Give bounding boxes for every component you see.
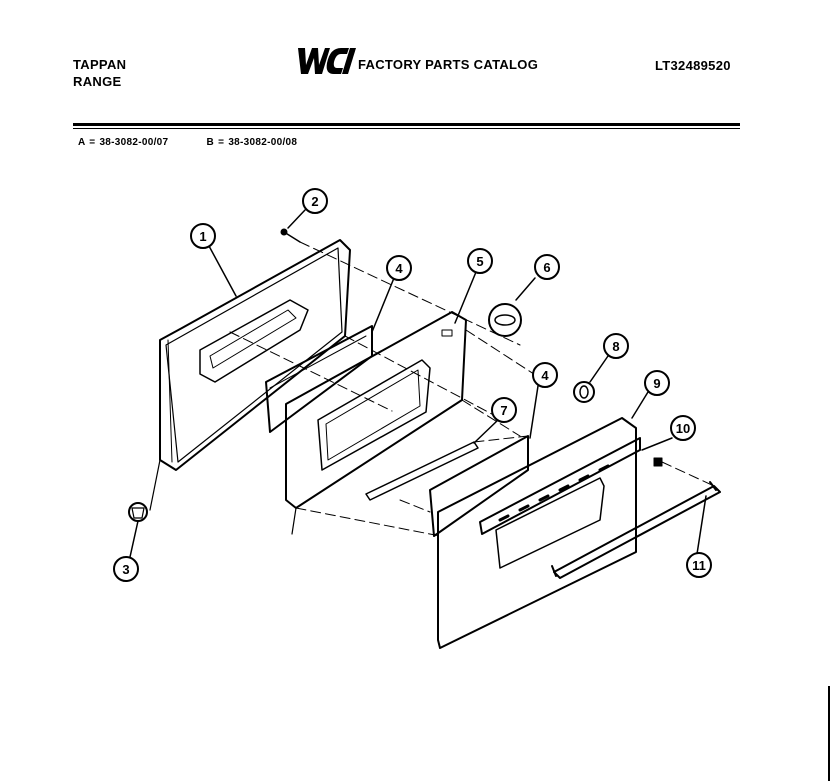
catalog-number: LT32489520 — [655, 58, 731, 73]
model-b: B = 38-3082-00/08 — [206, 137, 298, 148]
callout-5-label: 5 — [476, 254, 483, 269]
callout-4-upper: 4 — [386, 255, 412, 281]
grommet — [573, 381, 595, 403]
inner-door-panel — [285, 311, 467, 535]
callout-8: 8 — [603, 333, 629, 359]
callout-8-label: 8 — [612, 339, 619, 354]
callout-9-label: 9 — [653, 376, 660, 391]
outer-door-panel — [437, 417, 641, 649]
callout-6-label: 6 — [543, 260, 550, 275]
model-a: A = 38-3082-00/07 — [78, 137, 169, 148]
header-rule-thick — [73, 123, 740, 126]
product-type: RANGE — [73, 74, 122, 89]
door-handle — [551, 481, 721, 579]
callout-3-label: 3 — [122, 562, 129, 577]
model-list: A = 38-3082-00/07 B = 38-3082-00/08 — [78, 137, 297, 148]
callout-4-upper-label: 4 — [395, 261, 403, 276]
callout-bubbles: 1 2 3 4 5 6 7 8 9 10 11 4 — [113, 188, 712, 582]
brand-name: TAPPAN — [73, 57, 127, 72]
catalog-title: FACTORY PARTS CATALOG — [358, 57, 539, 72]
callout-7-label: 7 — [500, 403, 507, 418]
wci-logo-mark — [298, 48, 356, 74]
callout-9: 9 — [644, 370, 670, 396]
door-bumper — [128, 502, 148, 522]
screw — [280, 228, 301, 243]
window-gasket-lower — [429, 435, 529, 537]
callout-1-label: 1 — [199, 229, 206, 244]
wci-logo — [296, 46, 356, 79]
callout-2-label: 2 — [311, 194, 318, 209]
callout-4-lower: 4 — [532, 362, 558, 388]
vent-clip — [653, 457, 663, 467]
callout-10: 10 — [670, 415, 696, 441]
callout-7: 7 — [491, 397, 517, 423]
callout-11: 11 — [686, 552, 712, 578]
callout-6: 6 — [534, 254, 560, 280]
leader-lines — [129, 209, 707, 558]
callout-2: 2 — [302, 188, 328, 214]
door-liner-frame — [149, 239, 351, 511]
explode-guide-lines — [229, 241, 715, 537]
door-strip — [365, 441, 479, 501]
callout-11-label: 11 — [692, 558, 706, 573]
callout-10-label: 10 — [676, 421, 690, 436]
header-rule-thin — [73, 128, 740, 129]
callout-3: 3 — [113, 556, 139, 582]
brand-block: TAPPAN RANGE — [73, 56, 126, 90]
door-latch-part — [488, 303, 522, 337]
callout-5: 5 — [467, 248, 493, 274]
callout-4-lower-label: 4 — [541, 368, 549, 383]
callout-1: 1 — [190, 223, 216, 249]
